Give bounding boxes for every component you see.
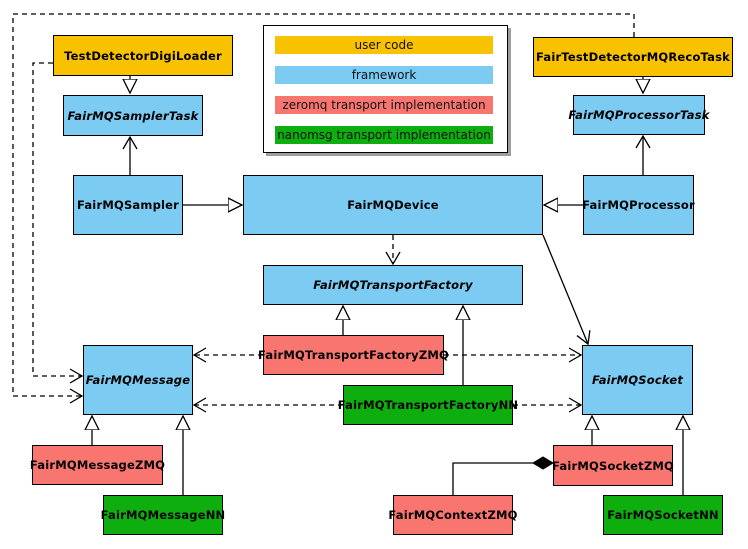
node-fairmqsocketzmq: FairMQSocketZMQ — [552, 445, 674, 486]
node-fairmqmessagezmq: FairMQMessageZMQ — [30, 445, 165, 485]
node-fairmqsamplertask: FairMQSamplerTask — [63, 95, 203, 136]
node-fairmqtransportfactory: FairMQTransportFactory — [263, 265, 523, 305]
node-testdetectordigiloader: TestDetectorDigiLoader — [53, 35, 233, 76]
node-fairmqmessagenn: FairMQMessageNN — [101, 495, 225, 535]
node-fairmqsocketnn: FairMQSocketNN — [603, 495, 723, 535]
node-fairmqtransportfactorynn: FairMQTransportFactoryNN — [338, 385, 518, 425]
node-fairmqmessage: FairMQMessage — [83, 345, 193, 415]
legend-box: user code framework zeromq transport imp… — [263, 25, 508, 153]
node-fairmqprocessor: FairMQProcessor — [582, 175, 695, 235]
edge-contextzmq-composed-socketzmq — [452, 463, 533, 495]
node-fairmqsampler: FairMQSampler — [73, 175, 183, 235]
legend-item-user-code: user code — [275, 36, 493, 54]
node-fairmqdevice: FairMQDevice — [243, 175, 543, 235]
legend-item-zeromq: zeromq transport implementation — [275, 96, 493, 114]
node-fairmqsocket: FairMQSocket — [582, 345, 693, 415]
edge-device-uses-socket — [542, 234, 591, 346]
node-fairmqtransportfactoryzmq: FairMQTransportFactoryZMQ — [258, 335, 449, 375]
node-fairtestdetectormqrecotask: FairTestDetectorMQRecoTask — [533, 37, 733, 77]
legend-item-nanomsg: nanomsg transport implementation — [275, 126, 493, 144]
node-fairmqprocessortask: FairMQProcessorTask — [568, 95, 709, 135]
legend-item-framework: framework — [275, 66, 493, 84]
node-fairmqcontextzmq: FairMQContextZMQ — [388, 495, 517, 535]
